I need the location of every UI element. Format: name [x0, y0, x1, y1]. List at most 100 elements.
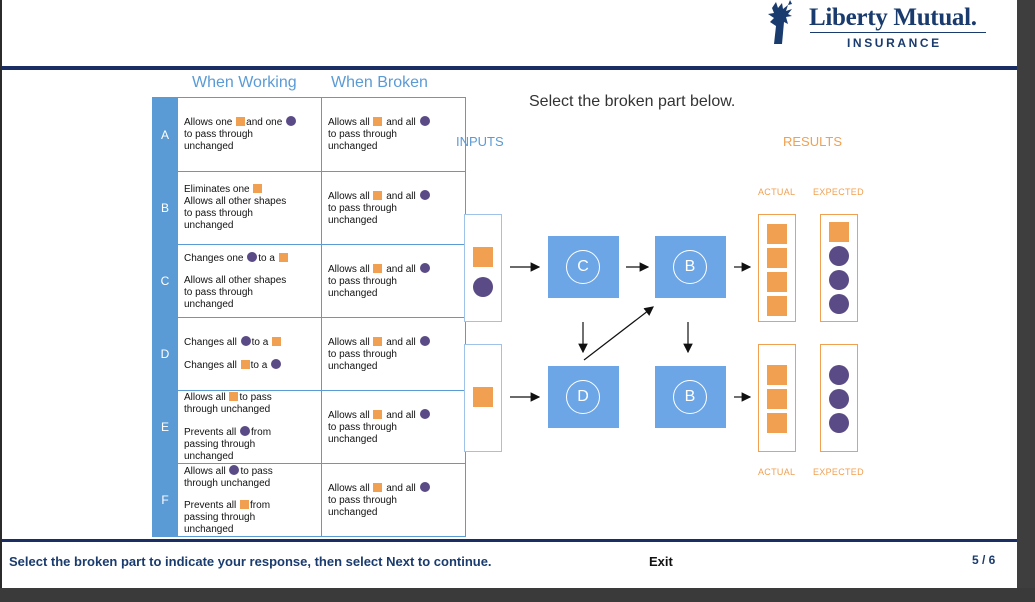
cell-line: Changes all to a [184, 336, 315, 349]
cell-line: Prevents all from [184, 425, 315, 439]
result-square [829, 222, 849, 242]
cell-line: Changes all to a [184, 359, 315, 372]
footer-instruction: Select the broken part to indicate your … [9, 554, 492, 569]
cell-line: Allows all other shapes [184, 275, 315, 287]
cell-line: to pass through [328, 349, 459, 361]
circle-shape-icon [286, 116, 297, 126]
cell-text: Allows all [328, 336, 373, 348]
top-input-box [464, 214, 502, 322]
cell-text: unchanged [184, 141, 234, 152]
left-edge [0, 0, 2, 588]
cell-line: Changes one to a [184, 251, 315, 265]
expected-label-bottom: EXPECTED [813, 467, 864, 477]
bottom-actual-box [758, 344, 796, 452]
cell-text: unchanged [328, 287, 378, 299]
part-d-button[interactable]: D [548, 366, 619, 428]
circle-shape-icon [240, 336, 251, 346]
cell-line: Allows one and one [184, 116, 315, 129]
part-c-label: C [566, 250, 600, 284]
header-when-broken: When Broken [331, 74, 428, 91]
cell-text: Allows all [328, 190, 373, 202]
cell-text: unchanged [184, 450, 234, 462]
cell-line: to pass through [184, 129, 315, 141]
input-circle [473, 277, 493, 297]
part-b-bottom-button[interactable]: B [655, 366, 726, 428]
row-letter: A [152, 97, 178, 172]
input-square [473, 387, 493, 407]
result-circle [829, 294, 849, 314]
cell-line: Eliminates one [184, 184, 315, 196]
top-actual-box [758, 214, 796, 322]
cell-text: passing through [184, 511, 256, 523]
input-square [473, 247, 493, 267]
exit-button[interactable]: Exit [649, 554, 673, 569]
cell-line: unchanged [328, 434, 459, 446]
cell-line: unchanged [328, 507, 459, 519]
result-square [767, 389, 787, 409]
row-letter: E [152, 390, 178, 464]
part-b-top-label: B [673, 250, 707, 284]
circle-shape-icon [229, 464, 240, 475]
cell-text: Allows one [184, 117, 236, 128]
cell-text: to pass through [184, 208, 253, 219]
square-shape-icon [373, 117, 383, 126]
cell-text: and all [383, 482, 419, 494]
inputs-label: INPUTS [456, 134, 504, 149]
cell-text: to pass through [328, 129, 397, 140]
square-shape-icon [229, 391, 239, 401]
square-shape-icon [278, 252, 288, 262]
cell-line: to pass through [328, 276, 459, 288]
result-square [767, 413, 787, 433]
cell-text: unchanged [328, 433, 378, 445]
cell-text: from [251, 426, 272, 438]
row-letter: D [152, 317, 178, 391]
cell-text: and one [246, 117, 286, 128]
cell-text: Eliminates one [184, 184, 253, 195]
cell-text: unchanged [184, 523, 234, 535]
cell-line: to pass through [328, 422, 459, 434]
cell-text: Allows all [328, 409, 373, 421]
part-c-button[interactable]: C [548, 236, 619, 298]
cell-line: Allows all other shapes [184, 196, 315, 208]
result-circle [829, 365, 849, 385]
cell-text: and all [383, 263, 419, 275]
part-b-bottom-label: B [673, 380, 707, 414]
right-scroll-edge [1017, 0, 1035, 602]
square-shape-icon [373, 482, 383, 492]
cell-line: unchanged [184, 141, 315, 153]
square-shape-icon [236, 117, 246, 126]
cell-line: to pass through [184, 208, 315, 220]
circle-shape-icon [419, 481, 430, 492]
cell-text: to pass through [328, 348, 397, 360]
cell-line: unchanged [328, 288, 459, 300]
cell-line: unchanged [184, 220, 315, 232]
statue-of-liberty-icon [768, 0, 792, 44]
square-shape-icon [373, 409, 383, 419]
cell-line: passing through [184, 439, 315, 451]
square-shape-icon [253, 184, 263, 193]
cell-text: Allows all [184, 391, 229, 403]
cell-text: to pass [240, 465, 273, 477]
row-letter: C [152, 244, 178, 318]
square-shape-icon [240, 360, 250, 369]
part-b-top-button[interactable]: B [655, 236, 726, 298]
header-divider [2, 66, 1017, 70]
square-shape-icon [373, 336, 383, 346]
when-working-cell: Changes one to a Allows all other shapes… [177, 244, 322, 318]
square-shape-icon [373, 263, 383, 273]
cell-text: unchanged [184, 220, 234, 231]
row-letter: B [152, 171, 178, 245]
part-d-label: D [566, 380, 600, 414]
results-label: RESULTS [783, 134, 842, 149]
brand-sub: INSURANCE [847, 36, 942, 50]
cell-text: to pass [239, 391, 272, 403]
cell-text: to a [251, 337, 272, 348]
brand-name: Liberty Mutual. [809, 4, 977, 31]
